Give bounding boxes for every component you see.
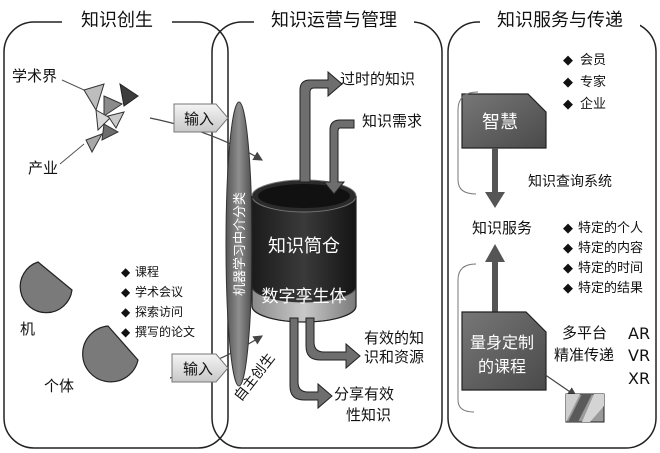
creation-panel: [3, 21, 229, 449]
creation-output-list: ◆ 课程 ◆ 学术会议 ◆ 探索访问 ◆ 撰写的论文: [121, 264, 195, 339]
svg-text:◆: ◆: [563, 221, 573, 236]
tech-ar: AR: [628, 324, 650, 343]
tech-xr: XR: [628, 369, 650, 388]
multi-platform-label: 多平台: [562, 324, 607, 342]
custom-course-box: [461, 311, 547, 391]
label-industry: 产业: [28, 159, 58, 177]
output-item: 课程: [135, 264, 159, 279]
triangle-cluster-icon: [83, 82, 139, 154]
target-item: 特定的个人: [578, 220, 643, 236]
knowledge-service-label: 知识服务: [472, 219, 532, 237]
svg-text:◆: ◆: [121, 325, 131, 339]
effective-knowledge-line1: 有效的知: [364, 329, 424, 347]
knowledge-demand-label: 知识需求: [362, 112, 422, 130]
target-list: ◆ 特定的个人 ◆ 特定的内容 ◆ 特定的时间 ◆ 特定的结果: [563, 220, 643, 296]
user-item: 企业: [580, 96, 606, 112]
obsolete-knowledge-label: 过时的知识: [340, 70, 415, 88]
half-disc-icon-top: [19, 261, 73, 314]
svg-text:◆: ◆: [563, 53, 573, 68]
svg-text:◆: ◆: [563, 281, 573, 296]
device-box-icon: [565, 393, 605, 423]
svg-text:◆: ◆: [563, 261, 573, 276]
svg-text:◆: ◆: [121, 265, 131, 279]
svg-text:◆: ◆: [121, 305, 131, 319]
down-arrow-icon: [485, 148, 505, 208]
target-item: 特定的内容: [578, 240, 643, 256]
svg-text:◆: ◆: [563, 241, 573, 256]
output-item: 探索访问: [135, 305, 183, 319]
output-item: 撰写的论文: [135, 324, 195, 339]
half-disc-icon-bottom: [82, 325, 139, 383]
section-title-creation: 知识创生: [81, 10, 153, 31]
effective-knowledge-line2: 识和资源: [364, 348, 424, 366]
flow-arrows: [289, 70, 361, 410]
wisdom-box: [461, 93, 547, 149]
label-individual: 个体: [44, 377, 74, 395]
input-tag-bottom: 输入: [171, 353, 229, 383]
wisdom-label: 智慧: [482, 112, 518, 133]
user-item: 专家: [580, 74, 606, 90]
knowledge-silo: [251, 179, 357, 323]
silo-label: 知识筒仓: [268, 236, 340, 257]
svg-text:◆: ◆: [121, 285, 131, 299]
target-item: 特定的结果: [578, 280, 643, 296]
input-tag-top: 输入: [173, 103, 229, 133]
svg-text:输入: 输入: [184, 110, 214, 128]
custom-course-line2: 的课程: [478, 357, 526, 376]
wisdom-user-list: ◆ 会员 ◆ 专家 ◆ 企业: [563, 53, 606, 112]
tech-vr: VR: [628, 346, 650, 365]
user-item: 会员: [580, 53, 606, 68]
custom-course-line1: 量身定制: [470, 333, 534, 352]
svg-text:◆: ◆: [563, 75, 573, 90]
precise-delivery-label: 精准传递: [554, 346, 614, 364]
share-knowledge-line1: 分享有效: [334, 385, 394, 403]
svg-text:◆: ◆: [563, 97, 573, 112]
knowledge-query-system-label: 知识查询系统: [528, 173, 612, 190]
section-title-service: 知识服务与传递: [497, 10, 623, 31]
label-machine: 机: [20, 320, 35, 338]
up-arrow-icon: [485, 244, 505, 312]
target-item: 特定的时间: [578, 260, 643, 276]
section-title-operations: 知识运营与管理: [271, 10, 397, 31]
label-academia: 学术界: [12, 67, 57, 85]
ml-classification-label: 机器学习中介分类: [232, 192, 248, 296]
svg-text:输入: 输入: [183, 360, 213, 378]
share-knowledge-line2: 性知识: [346, 406, 391, 424]
digital-twin-label: 数字孪生体: [262, 287, 347, 307]
output-item: 学术会议: [135, 284, 183, 299]
